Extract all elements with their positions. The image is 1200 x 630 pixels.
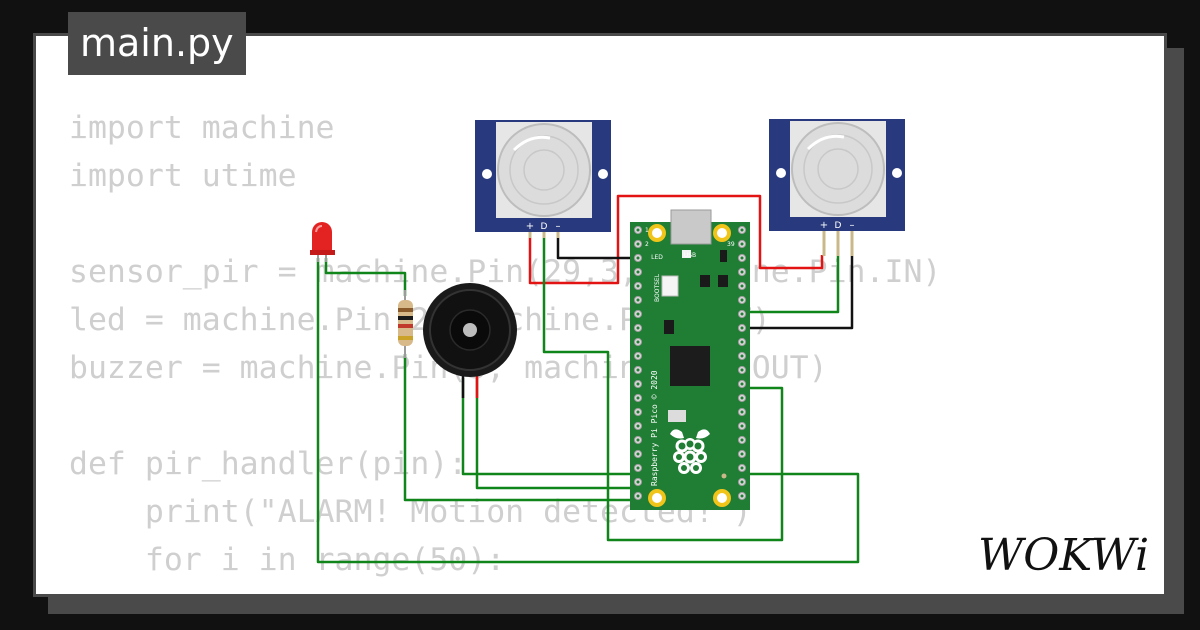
piezo-buzzer-icon[interactable] <box>423 283 517 398</box>
pir-sensor-left[interactable]: + D – <box>475 120 611 238</box>
wokwi-logo[interactable]: WOKWi <box>978 528 1150 581</box>
code-line: for i in range(50): <box>69 542 506 578</box>
red-led-icon[interactable] <box>310 222 335 262</box>
pico-silk-bootsel: BOOTSEL <box>654 273 661 302</box>
flash-chip <box>668 410 686 422</box>
header-pin-hole <box>740 284 744 288</box>
header-pin-hole <box>740 354 744 358</box>
pin-headers <box>633 225 747 501</box>
pir-left-pin-plus: + <box>526 221 534 232</box>
logo-text: WOKWi <box>978 530 1149 578</box>
header-pin-hole <box>740 410 744 414</box>
header-pin-hole <box>636 410 640 414</box>
pico-silk-usb: USB <box>684 252 696 259</box>
header-pin-hole <box>740 396 744 400</box>
header-pin-hole <box>740 256 744 260</box>
header-pin-hole <box>636 326 640 330</box>
header-pin-hole <box>740 438 744 442</box>
pico-silk-pin2: 2 <box>645 241 649 248</box>
raspberry-pi-logo-icon <box>670 429 710 474</box>
wire-resistor-out <box>403 354 634 502</box>
header-pin-hole <box>636 438 640 442</box>
mount-hole <box>713 489 731 507</box>
pico-silk-pin39: 39 <box>727 241 735 248</box>
component <box>720 250 727 262</box>
pir-right-pin-d: D <box>835 221 842 231</box>
header-pin-hole <box>636 228 640 232</box>
pico-silk-pin1: 1 <box>645 227 649 234</box>
wire-led <box>316 258 860 564</box>
onboard-led <box>682 250 691 258</box>
regulator <box>718 275 728 287</box>
file-name-tab[interactable]: main.py <box>68 12 246 75</box>
crystal <box>700 275 710 287</box>
pico-silk-name: Raspberry Pi Pico © 2020 <box>650 370 659 486</box>
pico-silk-led: LED <box>651 254 663 261</box>
pir-right-pin-plus: + <box>820 220 828 231</box>
code-line: print("ALARM! Motion detected!") <box>69 494 752 530</box>
header-pin-hole <box>740 228 744 232</box>
header-pin-hole <box>740 340 744 344</box>
header-pin-hole <box>740 382 744 386</box>
wire-pir1-data <box>542 236 784 542</box>
mount-hole <box>713 224 731 242</box>
wires <box>316 194 860 564</box>
header-pin-hole <box>636 340 640 344</box>
header-pin-hole <box>740 480 744 484</box>
code-line: import utime <box>69 158 297 194</box>
rp2040-chip <box>670 346 710 386</box>
header-pin-hole <box>740 368 744 372</box>
header-pin-hole <box>636 494 640 498</box>
code-line: led.toggle() <box>69 590 449 594</box>
header-pin-hole <box>636 270 640 274</box>
header-pin-hole <box>636 480 640 484</box>
wire-resistor <box>324 258 407 296</box>
header-pin-hole <box>740 452 744 456</box>
header-pin-hole <box>740 312 744 316</box>
header-pin-hole <box>636 466 640 470</box>
header-pin-hole <box>636 312 640 316</box>
component <box>664 320 674 334</box>
wire-buzzer-1 <box>461 378 634 476</box>
wokwi-logo-icon: WOKWi <box>978 530 1149 581</box>
header-pin-hole <box>740 298 744 302</box>
mount-hole <box>648 489 666 507</box>
debug-pad <box>721 473 727 479</box>
header-pin-hole <box>636 298 640 302</box>
pir-left-pin-minus: – <box>556 221 561 232</box>
header-pin-hole <box>636 256 640 260</box>
header-pin-hole <box>636 368 640 372</box>
resistor-icon[interactable] <box>398 290 413 358</box>
header-pin-hole <box>636 242 640 246</box>
usb-connector <box>670 209 712 245</box>
header-pin-hole <box>636 284 640 288</box>
pir-sensor-icon <box>475 120 611 238</box>
bootsel-button[interactable] <box>661 275 679 297</box>
code-line: import machine <box>69 110 335 146</box>
code-line: def pir_handler(pin): <box>69 446 468 482</box>
pir-sensor-right[interactable]: + D – <box>769 119 905 256</box>
header-pin-hole <box>636 354 640 358</box>
header-pin-hole <box>636 382 640 386</box>
wire-buzzer-2 <box>475 378 634 490</box>
raspberry-pi-pico[interactable]: LED USB 1 2 39 BOOTSEL Raspberry Pi Pico… <box>630 209 750 510</box>
pir-right-pin-minus: – <box>850 220 855 231</box>
header-pin-hole <box>636 396 640 400</box>
wire-pir2-gnd <box>740 255 854 330</box>
header-pin-hole <box>636 424 640 428</box>
header-pin-hole <box>740 326 744 330</box>
wire-pir1-gnd <box>556 236 638 260</box>
wire-pir2-data <box>740 255 840 314</box>
header-pin-hole <box>636 452 640 456</box>
pir-left-pin-d: D <box>541 222 548 232</box>
header-pin-hole <box>740 466 744 470</box>
header-pin-hole <box>740 494 744 498</box>
header-pin-hole <box>740 242 744 246</box>
header-pin-hole <box>740 424 744 428</box>
mount-hole <box>648 224 666 242</box>
pir-sensor-icon <box>769 119 905 256</box>
header-pin-hole <box>740 270 744 274</box>
